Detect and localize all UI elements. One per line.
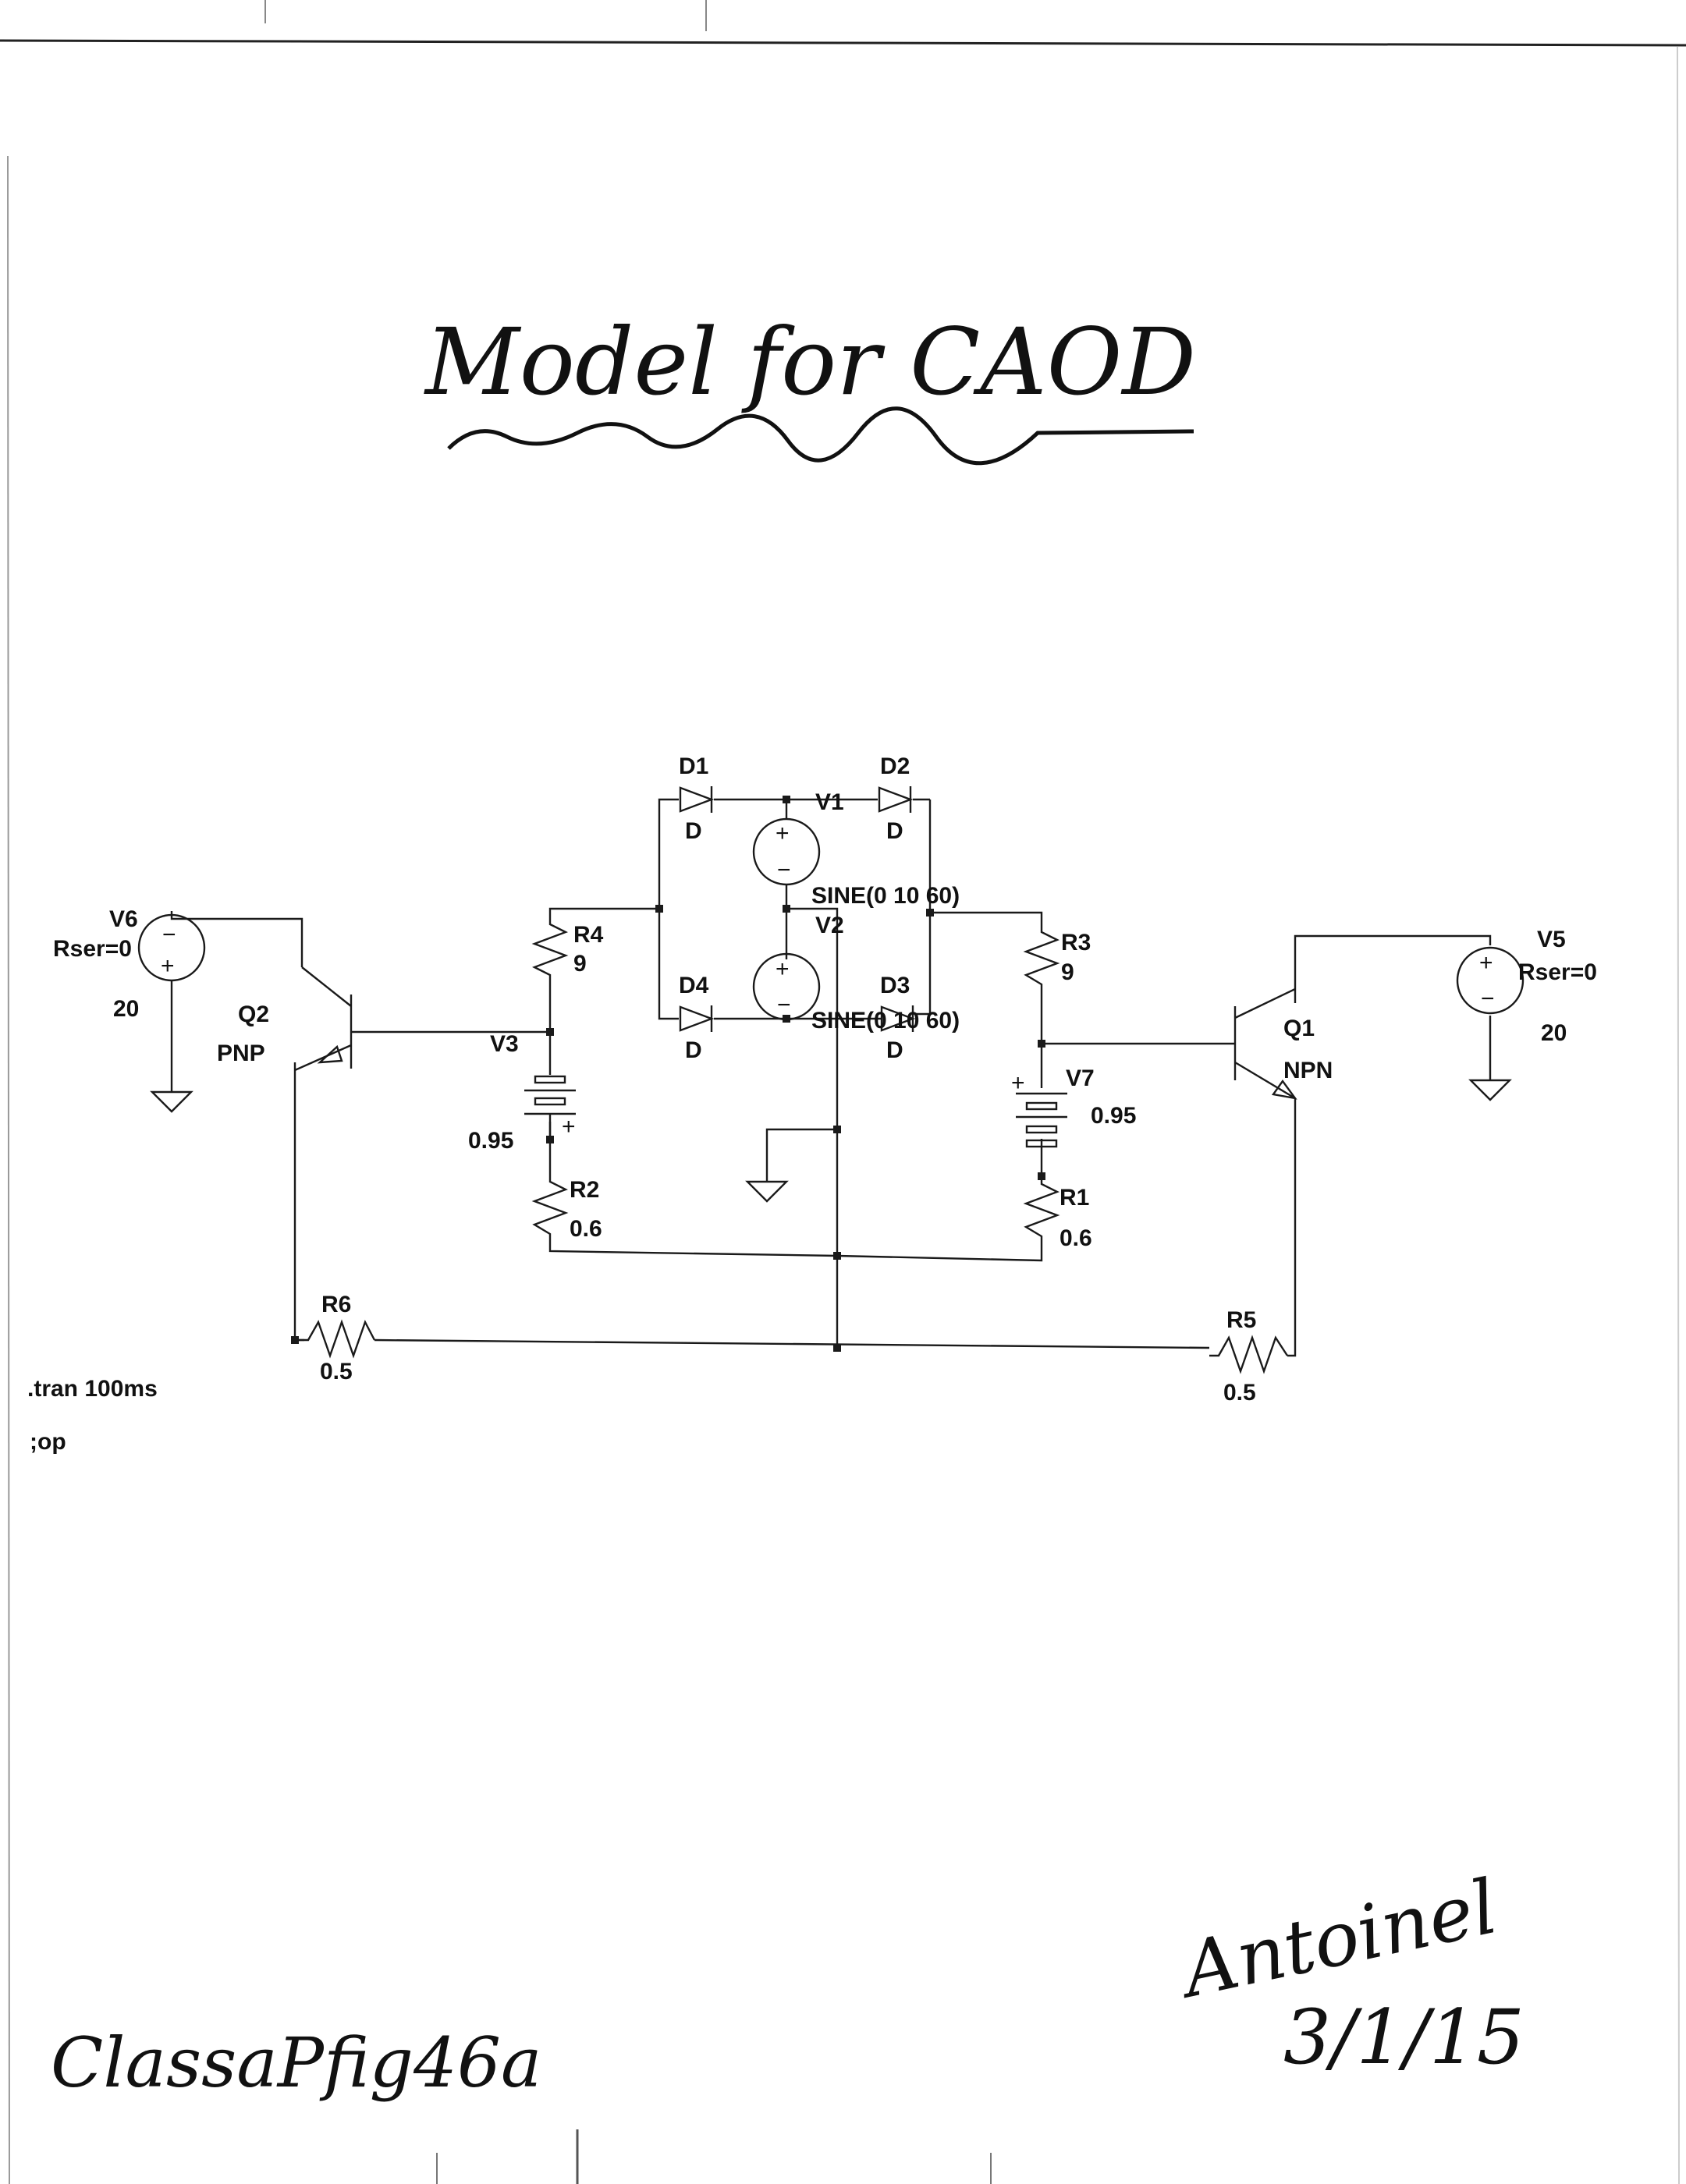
- v2-value: SINE(0 10 60): [811, 1008, 960, 1034]
- svg-text:+: +: [1011, 1070, 1025, 1096]
- ground-center: [745, 1180, 789, 1203]
- svg-text:−: −: [162, 922, 176, 948]
- ground-v6: [150, 1090, 193, 1113]
- source-v6[interactable]: [137, 913, 206, 982]
- r3-name: R3: [1061, 930, 1091, 956]
- v2-name: V2: [815, 913, 844, 938]
- r3-value: 9: [1061, 959, 1074, 985]
- handwritten-signature: Antoinel: [1170, 1863, 1505, 2016]
- d4-value: D: [685, 1037, 702, 1063]
- r4-value: 9: [573, 951, 587, 977]
- q2-name: Q2: [238, 1002, 269, 1027]
- r1-name: R1: [1060, 1185, 1089, 1211]
- svg-text:+: +: [776, 956, 790, 982]
- q2-value: PNP: [217, 1041, 265, 1066]
- page-title: Model for CAOD: [424, 308, 1196, 416]
- d4-name: D4: [679, 973, 709, 998]
- resistor-r3[interactable]: [1023, 924, 1060, 991]
- r1-value: 0.6: [1060, 1225, 1092, 1251]
- svg-text:+: +: [161, 953, 175, 979]
- directive-tran: .tran 100ms: [27, 1376, 158, 1402]
- svg-text:−: −: [777, 857, 791, 883]
- polarity-marks: + − + − − + + − + +: [161, 821, 1495, 1140]
- q1-value: NPN: [1283, 1058, 1333, 1083]
- svg-text:+: +: [776, 821, 790, 846]
- junction-dots: [291, 796, 1045, 1352]
- r5-value: 0.5: [1223, 1380, 1256, 1406]
- handwritten-note: ClassaPfig46a: [51, 2023, 541, 2103]
- v3-value: 0.95: [468, 1128, 513, 1154]
- transistor-q1-npn[interactable]: [1233, 987, 1297, 1100]
- d3-name: D3: [880, 973, 910, 998]
- diode-d1[interactable]: [679, 786, 715, 813]
- directive-op: ;op: [30, 1429, 66, 1455]
- source-v5[interactable]: [1456, 946, 1524, 1015]
- diode-d3[interactable]: [880, 1005, 916, 1032]
- diode-d4[interactable]: [679, 1005, 715, 1032]
- resistor-r4[interactable]: [531, 913, 569, 979]
- r6-value: 0.5: [320, 1359, 353, 1384]
- battery-v7[interactable]: [1016, 1092, 1067, 1148]
- diode-d2[interactable]: [878, 786, 914, 813]
- svg-text:−: −: [777, 992, 791, 1018]
- d3-value: D: [886, 1037, 903, 1063]
- resistor-r6[interactable]: [295, 1319, 376, 1359]
- component-labels: D1 D D2 D D4 D D3 D V1 SINE(0 10 60) V2 …: [53, 753, 1597, 1406]
- v5-param: Rser=0: [1518, 959, 1597, 985]
- ground-v5: [1468, 1079, 1512, 1101]
- r4-name: R4: [573, 922, 604, 948]
- d2-value: D: [886, 818, 903, 844]
- q1-name: Q1: [1283, 1016, 1315, 1041]
- wires: [170, 798, 1492, 1357]
- v3-name: V3: [490, 1031, 519, 1057]
- v1-name: V1: [815, 789, 844, 815]
- title-underline: [447, 406, 1194, 466]
- d1-value: D: [685, 818, 702, 844]
- v7-value: 0.95: [1091, 1103, 1136, 1129]
- v5-value: 20: [1541, 1020, 1567, 1046]
- v1-value: SINE(0 10 60): [811, 883, 960, 909]
- v6-value: 20: [113, 996, 139, 1022]
- v5-name: V5: [1537, 927, 1566, 952]
- transistor-q2-pnp[interactable]: [294, 966, 353, 1072]
- svg-text:+: +: [562, 1114, 576, 1140]
- r5-name: R5: [1226, 1307, 1256, 1333]
- v6-param: Rser=0: [53, 936, 132, 962]
- d1-name: D1: [679, 753, 708, 779]
- battery-v3[interactable]: [524, 1075, 576, 1136]
- source-v1[interactable]: [752, 817, 821, 886]
- v7-name: V7: [1066, 1065, 1095, 1091]
- v6-name: V6: [109, 906, 138, 932]
- d2-name: D2: [880, 753, 910, 779]
- resistor-r1[interactable]: [1023, 1176, 1060, 1240]
- handwritten-date: 3/1/15: [1283, 1994, 1524, 2081]
- svg-text:+: +: [1479, 950, 1493, 976]
- svg-text:−: −: [1481, 986, 1495, 1012]
- resistor-r2[interactable]: [531, 1174, 569, 1240]
- source-v2[interactable]: [752, 952, 821, 1021]
- resistor-r5[interactable]: [1209, 1335, 1289, 1374]
- r2-value: 0.6: [570, 1216, 602, 1242]
- r6-name: R6: [321, 1292, 351, 1317]
- r2-name: R2: [570, 1177, 599, 1203]
